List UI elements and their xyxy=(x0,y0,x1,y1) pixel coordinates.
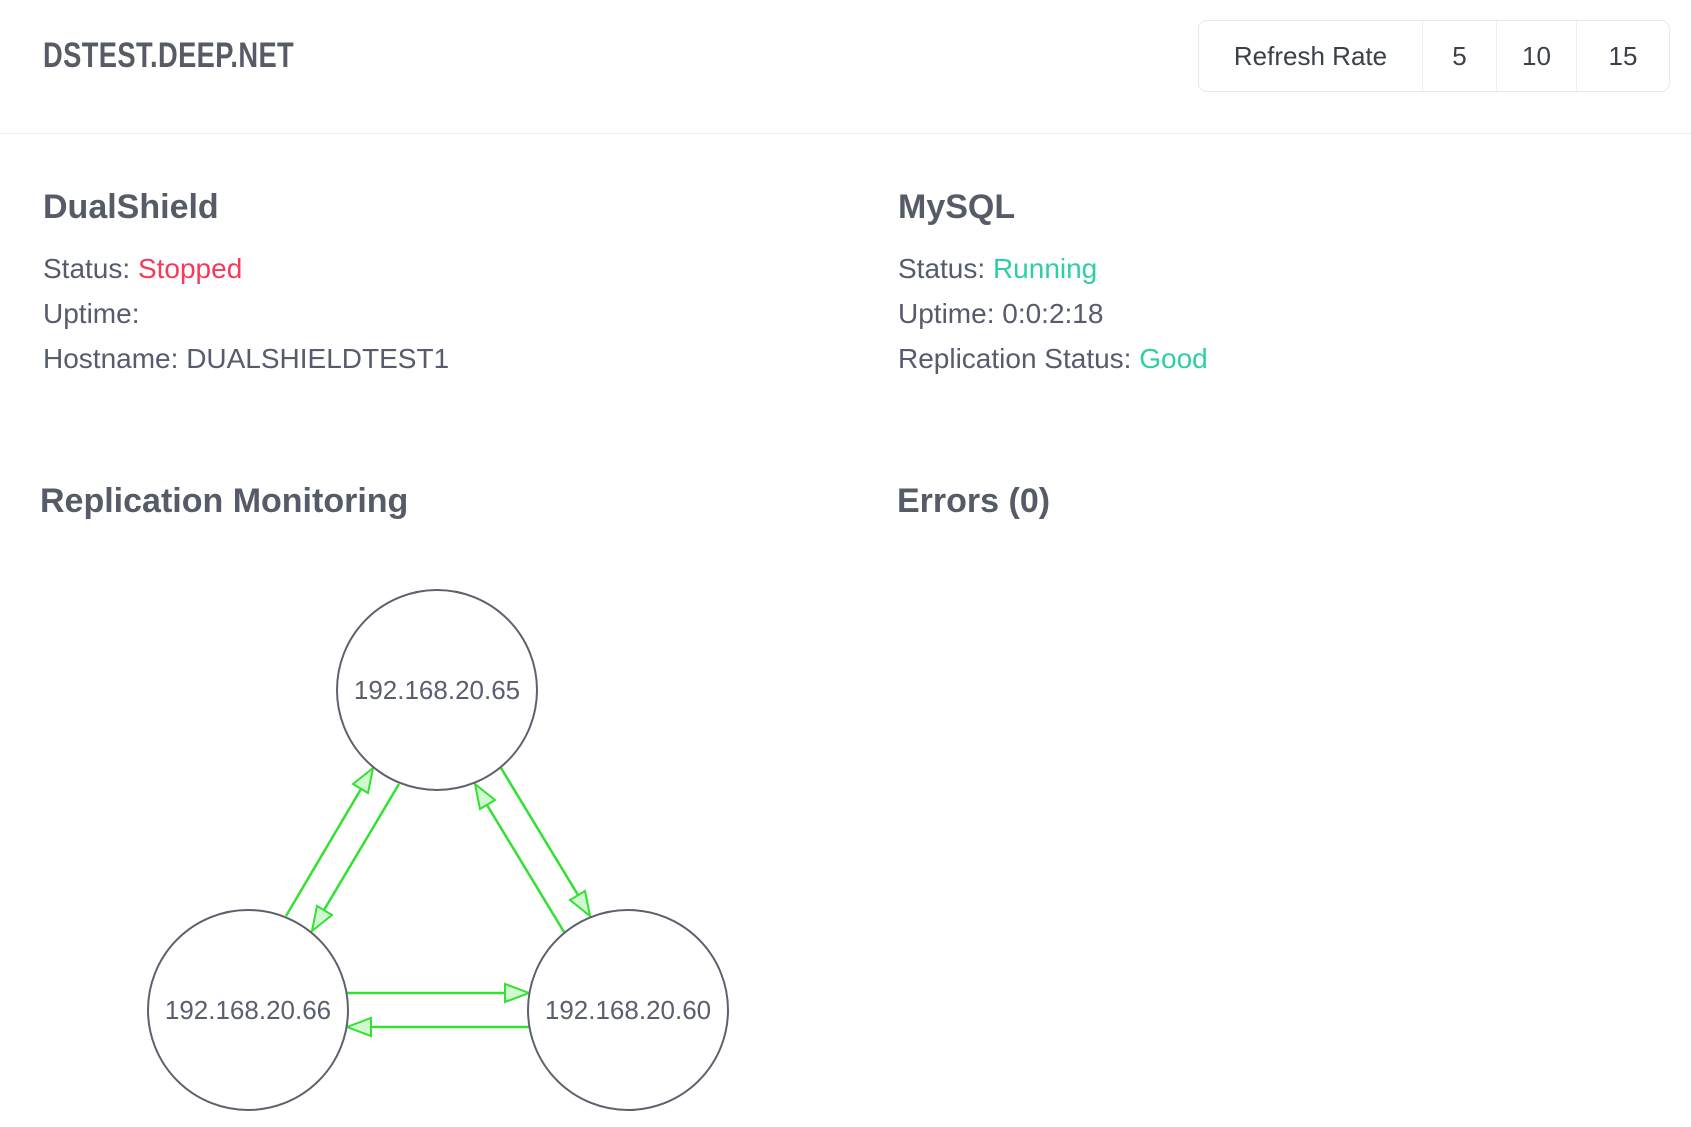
node-label-65: 192.168.20.65 xyxy=(354,675,520,705)
mysql-status-label: Status: xyxy=(898,253,986,284)
refresh-rate-label: Refresh Rate xyxy=(1233,40,1388,71)
refresh-rate-option-10[interactable]: 10 xyxy=(1496,21,1576,91)
arrowhead-into-60-top xyxy=(568,889,592,919)
dualshield-status-label: Status: xyxy=(43,253,131,284)
mysql-uptime-line: Uptime: 0:0:2:18 xyxy=(898,291,1208,336)
dualshield-status-value: Stopped xyxy=(137,253,243,284)
arrowhead-into-60-left xyxy=(504,982,532,1004)
arrowhead-into-65-left xyxy=(351,765,375,795)
refresh-rate-control: Refresh Rate 5 10 15 xyxy=(1198,20,1670,92)
node-192-168-20-60[interactable]: 192.168.20.60 xyxy=(527,909,729,1111)
mysql-replication-value: Good xyxy=(1139,343,1208,374)
node-label-60: 192.168.20.60 xyxy=(545,995,711,1025)
edge-66-to-60 xyxy=(347,982,532,1004)
mysql-heading: MySQL xyxy=(898,188,1016,226)
arrowhead-into-66-top xyxy=(310,904,334,934)
dualshield-hostname-line: Hostname: DUALSHIELDTEST1 xyxy=(43,336,449,381)
mysql-replication-label: Replication Status: xyxy=(898,343,1132,374)
dualshield-status-line: Status: Stopped xyxy=(43,246,449,291)
arrowhead-into-66-right xyxy=(344,1016,372,1038)
dualshield-hostname-label: Hostname: xyxy=(43,343,179,374)
edge-66-to-65 xyxy=(284,765,375,917)
page-title-text: DSTEST.DEEP.NET xyxy=(43,36,295,75)
mysql-status-value: Running xyxy=(992,253,1098,284)
dualshield-uptime-line: Uptime: xyxy=(43,291,449,336)
mysql-uptime-label: Uptime: xyxy=(898,298,995,329)
dualshield-hostname-value: DUALSHIELDTEST1 xyxy=(186,343,450,374)
dualshield-uptime-label: Uptime: xyxy=(43,298,140,329)
arrowhead-into-65-right xyxy=(473,781,497,811)
mysql-status-line: Status: Running xyxy=(898,246,1208,291)
dualshield-heading: DualShield xyxy=(43,188,219,226)
dualshield-section: DualShield Status: Stopped Uptime: Hostn… xyxy=(43,186,449,381)
refresh-rate-option-15[interactable]: 15 xyxy=(1576,21,1669,91)
edge-60-to-66 xyxy=(344,1016,529,1038)
node-label-66: 192.168.20.66 xyxy=(165,995,331,1025)
errors-heading: Errors (0) xyxy=(897,482,1051,520)
mysql-replication-line: Replication Status: Good xyxy=(898,336,1208,381)
edge-65-to-60 xyxy=(499,767,592,919)
page-title: DSTEST.DEEP.NET xyxy=(43,36,365,76)
edge-60-to-65 xyxy=(473,781,566,933)
refresh-rate-option-5[interactable]: 5 xyxy=(1422,21,1496,91)
mysql-section: MySQL Status: Running Uptime: 0:0:2:18 R… xyxy=(898,186,1208,381)
navbar: DSTEST.DEEP.NET Refresh Rate 5 10 15 xyxy=(0,0,1691,134)
mysql-uptime-value: 0:0:2:18 xyxy=(1002,298,1104,329)
edge-65-to-66 xyxy=(310,783,401,934)
replication-monitoring-heading: Replication Monitoring xyxy=(40,482,409,520)
node-192-168-20-66[interactable]: 192.168.20.66 xyxy=(147,909,349,1111)
node-192-168-20-65[interactable]: 192.168.20.65 xyxy=(336,589,538,791)
